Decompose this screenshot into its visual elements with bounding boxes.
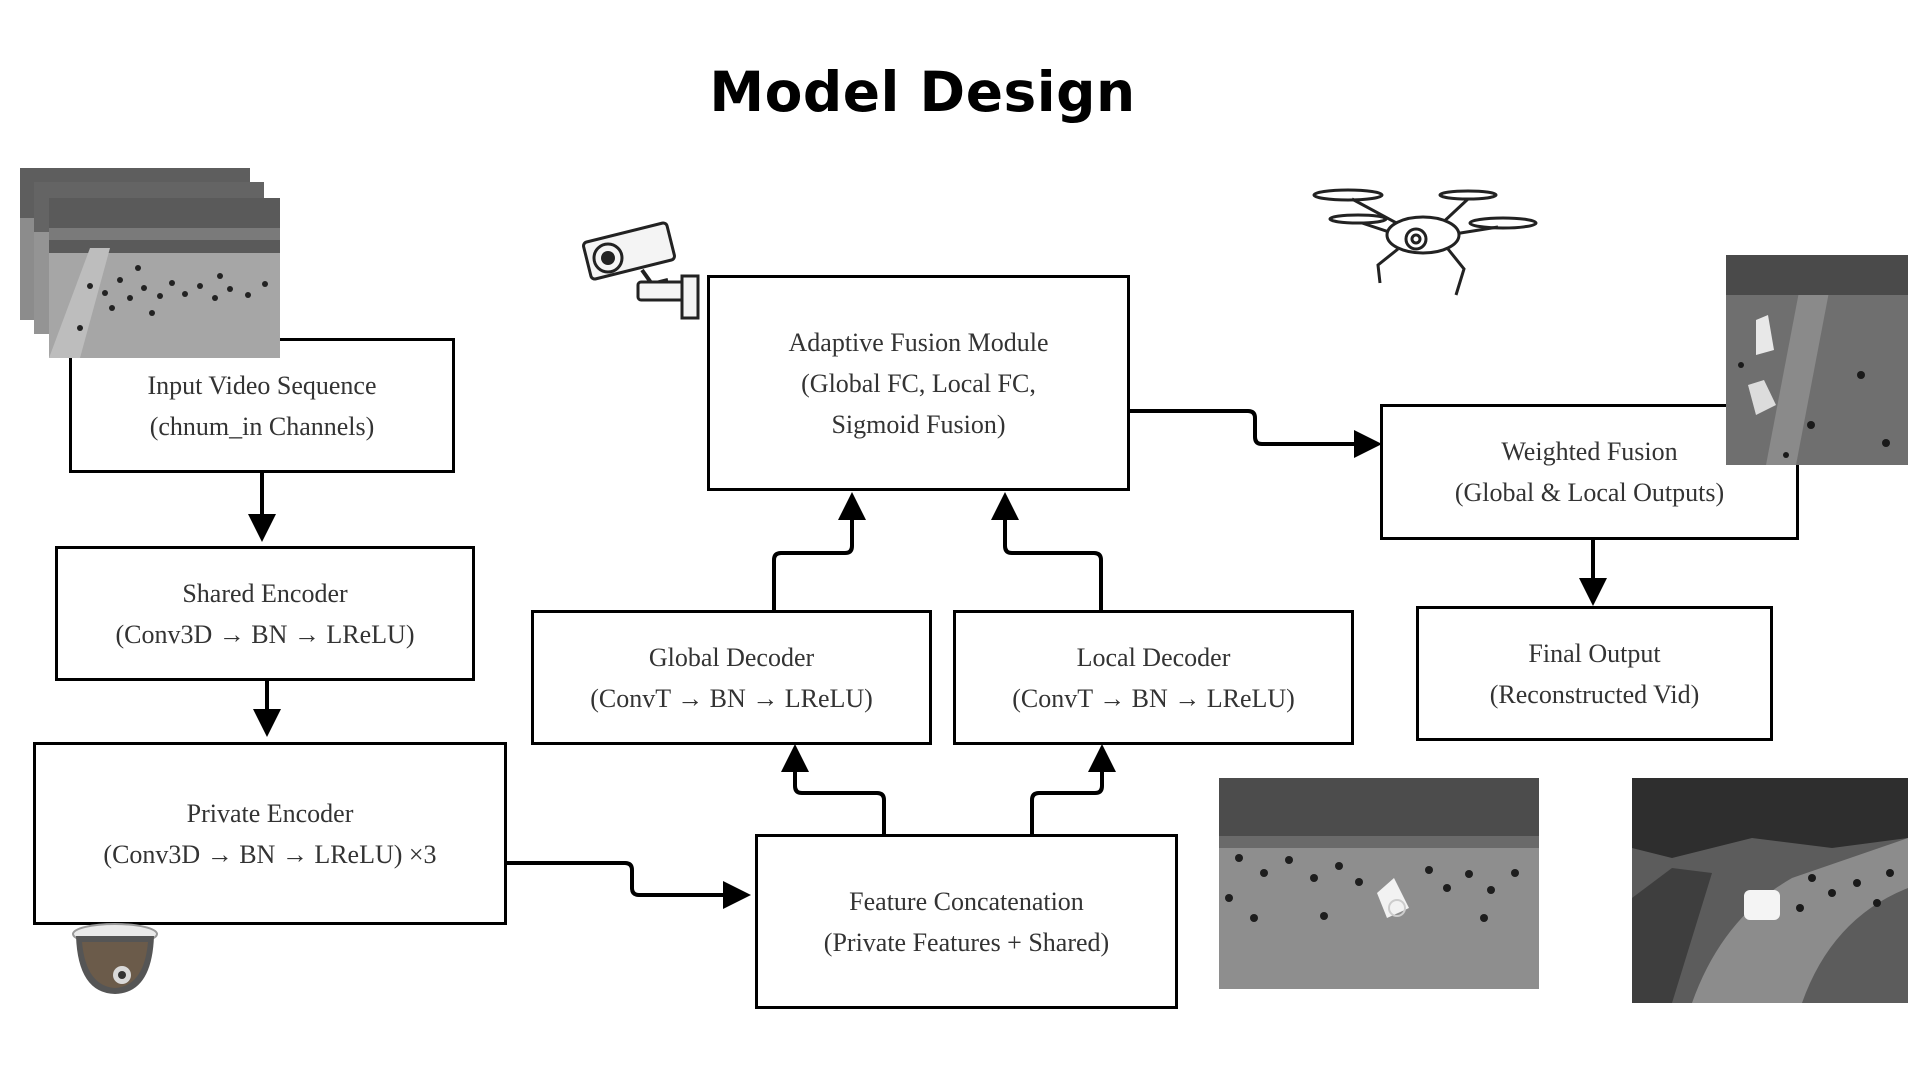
box-sublabel: (Global & Local Outputs) [1454,478,1725,507]
drone-icon [1312,188,1538,296]
box-sublabel: Sigmoid Fusion) [831,409,1006,439]
box-label: Global Decoder [648,642,815,672]
final-output-box: Final Output (Reconstructed Vid) [1416,606,1773,741]
box-label: Weighted Fusion [1501,437,1678,466]
adaptive-fusion-module-box: Adaptive Fusion Module (Global FC, Local… [707,275,1130,491]
shared-encoder-box: Shared Encoder (Conv3D → BN → LReLU) [55,546,475,681]
box-label: Final Output [1528,638,1661,668]
box-sublabel: (Reconstructed Vid) [1489,679,1700,709]
box-sublabel: (chnum_in Channels) [149,411,375,441]
page-title: Model Design [709,60,1136,124]
box-sublabel: (Conv3D → BN → LReLU) ×3 [103,839,437,869]
global-decoder-box: Global Decoder (ConvT → BN → LReLU) [531,610,932,745]
arrow-concat-to-global [781,744,886,837]
arrow-private-to-concat [505,861,751,909]
box-label: Local Decoder [1076,642,1231,672]
box-sublabel: (ConvT → BN → LReLU) [1012,683,1295,713]
box-label: Input Video Sequence [147,370,377,400]
input-frame-stack [20,168,280,358]
anomaly-frame-cart [1632,778,1908,1003]
input-video-sequence-box: Input Video Sequence (chnum_in Channels) [69,338,455,473]
box-label: Shared Encoder [182,578,348,608]
weighted-fusion-frame [1726,255,1908,465]
arrow-local-to-fusion [991,492,1103,612]
private-encoder-box: Private Encoder (Conv3D → BN → LReLU) ×3 [33,742,507,925]
anomaly-frame-bicycle [1219,778,1539,989]
arrow-global-to-fusion [772,492,866,612]
security-camera-icon [582,221,700,320]
dome-camera-icon [72,923,158,994]
box-sublabel: (Private Features + Shared) [823,927,1110,957]
box-label: Adaptive Fusion Module [788,327,1049,357]
arrow-concat-to-local [1030,744,1116,837]
box-sublabel: (Global FC, Local FC, [801,368,1036,398]
box-label: Feature Concatenation [849,886,1084,916]
weighted-fusion-box: Weighted Fusion (Global & Local Outputs) [1380,404,1799,540]
arrow-fusion-to-weighted [1130,409,1382,458]
box-sublabel: (ConvT → BN → LReLU) [590,683,873,713]
feature-concatenation-box: Feature Concatenation (Private Features … [755,834,1178,1009]
box-label: Private Encoder [186,798,354,828]
local-decoder-box: Local Decoder (ConvT → BN → LReLU) [953,610,1354,745]
box-sublabel: (Conv3D → BN → LReLU) [115,619,415,649]
